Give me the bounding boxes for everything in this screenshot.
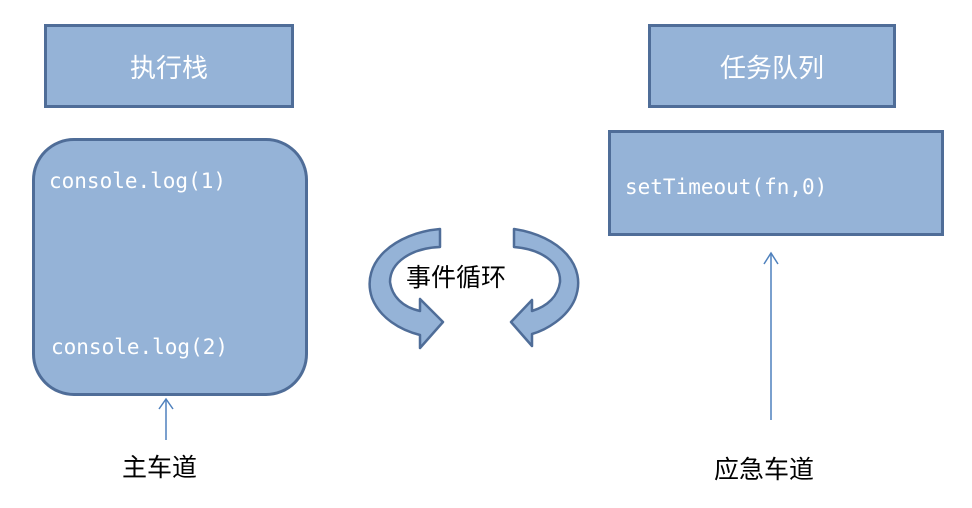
execution-stack-box: console.log(1) console.log(2): [32, 138, 308, 396]
task-queue-box: setTimeout(fn,0): [608, 130, 944, 236]
event-loop-label: 事件循环: [406, 263, 507, 292]
loop-left-arrow-icon: [368, 227, 445, 350]
emergency-lane-label: 应急车道: [714, 455, 815, 484]
loop-right-arrow-icon: [509, 227, 580, 348]
task-queue-title: 任务队列: [648, 24, 896, 108]
stack-line-console-log-1: console.log(1): [49, 169, 227, 193]
main-lane-arrow: [158, 397, 174, 440]
main-lane-label: 主车道: [122, 453, 198, 482]
execution-stack-title: 执行栈: [44, 24, 294, 108]
stack-line-console-log-2: console.log(2): [51, 335, 229, 359]
emergency-lane-arrow: [763, 251, 779, 420]
queue-line-set-timeout: setTimeout(fn,0): [625, 175, 828, 199]
